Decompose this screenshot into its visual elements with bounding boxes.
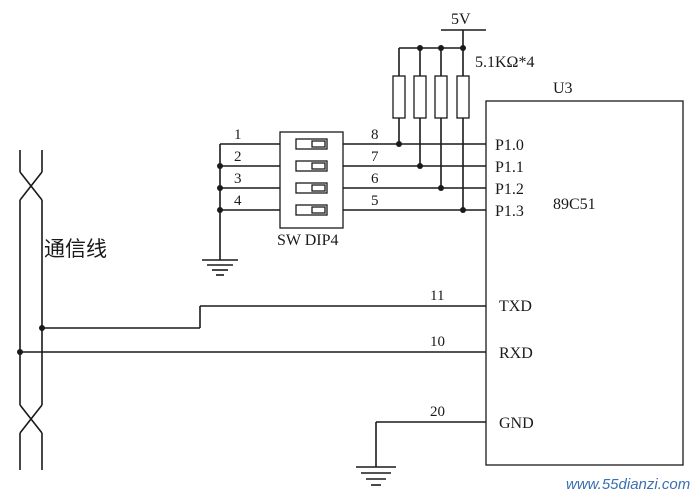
dip-pin-8: 8 <box>371 127 379 143</box>
resistor-r3 <box>434 75 448 119</box>
port-p1-1: P1.1 <box>495 159 524 176</box>
watermark: www.55dianzi.com <box>566 476 690 493</box>
resistor-label: 5.1KΩ*4 <box>475 54 534 71</box>
mcu-89c51: U3 89C51 P1.0 P1.1 P1.2 P1.3 TXD RXD GND <box>485 80 684 466</box>
dip-ground-wiring: 1 2 3 4 <box>202 127 280 276</box>
mcu-part: 89C51 <box>553 196 596 213</box>
dip-pin-6: 6 <box>371 171 379 187</box>
dip-pin-1: 1 <box>234 127 242 143</box>
txd-label: TXD <box>499 298 532 315</box>
dip-switch: SW DIP4 <box>277 131 344 249</box>
pullup-resistor-network: 5.1KΩ*4 <box>392 45 534 210</box>
resistor-r4 <box>456 75 470 119</box>
mcu-ref: U3 <box>553 80 573 97</box>
rxd-pin: 10 <box>430 334 445 350</box>
comm-line-label: 通信线 <box>44 237 107 261</box>
dip-pin-3: 3 <box>234 171 242 187</box>
power-supply: 5V <box>441 11 486 48</box>
dip-pin-7: 7 <box>371 149 379 165</box>
resistor-r1 <box>392 75 406 119</box>
gnd-pin: 20 <box>430 404 445 420</box>
port-p1-0: P1.0 <box>495 137 524 154</box>
txd-line: 11 <box>39 288 486 331</box>
mcu-ground: 20 <box>356 404 486 486</box>
rxd-line: 10 <box>17 334 486 355</box>
ground-symbol-dip <box>202 259 238 276</box>
dip-pin-5: 5 <box>371 193 379 209</box>
ground-symbol-mcu <box>356 466 396 486</box>
communication-line: 通信线 <box>19 150 107 470</box>
port-wires: 8 7 6 5 <box>343 127 486 213</box>
resistor-r2 <box>413 75 427 119</box>
gnd-label: GND <box>499 415 534 432</box>
dip-pin-4: 4 <box>234 193 242 209</box>
dip-pin-2: 2 <box>234 149 242 165</box>
port-p1-2: P1.2 <box>495 181 524 198</box>
port-p1-3: P1.3 <box>495 203 524 220</box>
dip-switch-label: SW DIP4 <box>277 232 339 249</box>
power-label: 5V <box>451 11 471 28</box>
rxd-label: RXD <box>499 345 533 362</box>
txd-pin: 11 <box>430 288 444 304</box>
